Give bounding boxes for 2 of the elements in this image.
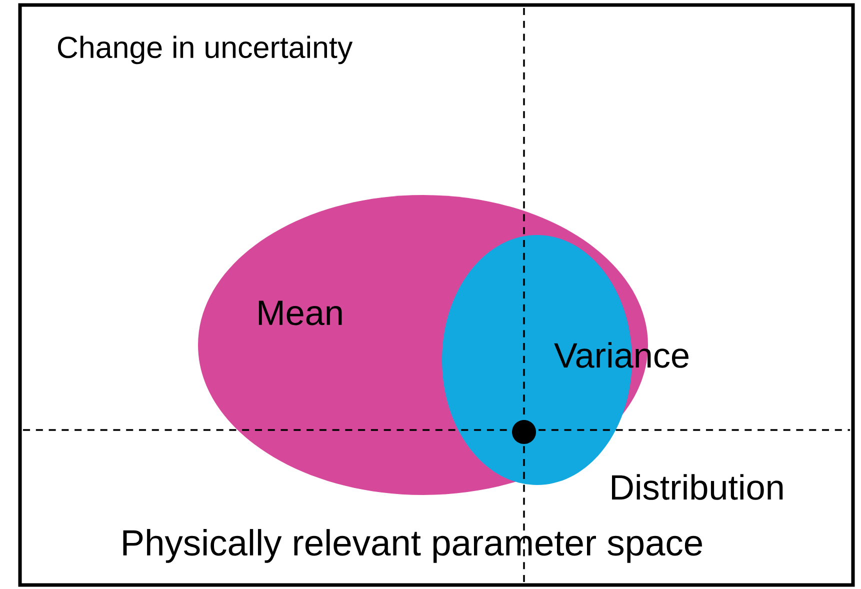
heading: Change in uncertainty	[58, 36, 353, 64]
caption-text: Physically relevant parameter space	[123, 529, 702, 563]
